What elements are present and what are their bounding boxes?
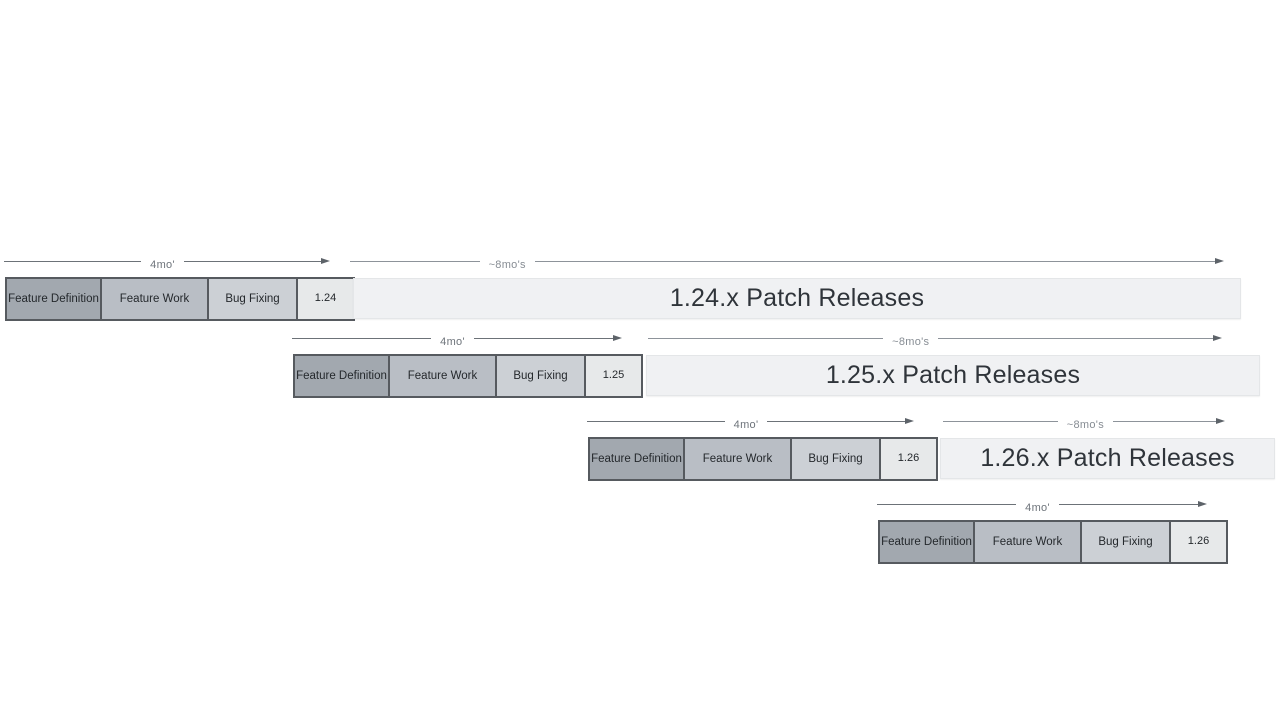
dev-duration-label: 4mo' xyxy=(440,336,465,348)
arrowhead-icon xyxy=(1213,335,1222,341)
release-cycle-boxes: Feature Definition Feature Work Bug Fixi… xyxy=(878,520,1228,564)
arrow-line xyxy=(943,420,1058,422)
patch-releases-label: 1.26.x Patch Releases xyxy=(980,444,1235,472)
dev-cycle-arrow: 4mo' xyxy=(292,329,623,348)
phase-feature-definition: Feature Definition xyxy=(590,439,685,479)
patch-releases-bar: 1.24.x Patch Releases xyxy=(353,278,1241,319)
dev-duration-label: 4mo' xyxy=(1025,502,1050,514)
release-cycle-boxes: Feature Definition Feature Work Bug Fixi… xyxy=(5,277,355,321)
arrowhead-icon xyxy=(1216,418,1225,424)
arrow-line xyxy=(877,503,1017,505)
patch-duration-arrow: ~8mo's xyxy=(943,412,1225,431)
dev-duration-label: 4mo' xyxy=(733,419,759,431)
phase-feature-work: Feature Work xyxy=(102,279,209,319)
version-box: 1.25 xyxy=(586,356,641,396)
arrow-line xyxy=(350,260,480,262)
patch-releases-bar: 1.26.x Patch Releases xyxy=(940,438,1275,479)
arrow-line xyxy=(183,260,322,262)
phase-feature-work: Feature Work xyxy=(975,522,1082,562)
phase-feature-definition: Feature Definition xyxy=(880,522,975,562)
dev-cycle-arrow: 4mo' xyxy=(877,495,1208,514)
patch-duration-arrow: ~8mo's xyxy=(350,252,1224,271)
arrow-line xyxy=(473,337,614,339)
version-box: 1.26 xyxy=(881,439,936,479)
release-cycle-boxes: Feature Definition Feature Work Bug Fixi… xyxy=(293,354,643,398)
phase-feature-definition: Feature Definition xyxy=(295,356,390,396)
patch-duration-label: ~8mo's xyxy=(488,259,526,271)
dev-cycle-arrow: 4mo' xyxy=(587,412,915,431)
arrowhead-icon xyxy=(613,335,623,341)
patch-releases-bar: 1.25.x Patch Releases xyxy=(646,355,1260,396)
phase-bug-fixing: Bug Fixing xyxy=(497,356,586,396)
arrow-line xyxy=(4,260,142,262)
arrowhead-icon xyxy=(905,418,915,424)
arrow-line xyxy=(1058,503,1199,505)
patch-duration-arrow: ~8mo's xyxy=(648,329,1222,348)
dev-duration-label: 4mo' xyxy=(150,259,175,271)
patch-duration-label: ~8mo's xyxy=(892,336,930,348)
arrowhead-icon xyxy=(1215,258,1224,264)
arrow-line xyxy=(534,260,1215,262)
phase-feature-work: Feature Work xyxy=(390,356,497,396)
arrow-line xyxy=(1113,420,1216,422)
arrow-line xyxy=(587,420,725,422)
arrowhead-icon xyxy=(1198,501,1208,507)
phase-feature-definition: Feature Definition xyxy=(7,279,102,319)
arrow-line xyxy=(648,337,884,339)
version-box: 1.24 xyxy=(298,279,353,319)
phase-bug-fixing: Bug Fixing xyxy=(792,439,881,479)
arrow-line xyxy=(767,420,906,422)
phase-bug-fixing: Bug Fixing xyxy=(209,279,298,319)
patch-releases-label: 1.24.x Patch Releases xyxy=(669,284,925,312)
arrow-line xyxy=(938,337,1213,339)
phase-bug-fixing: Bug Fixing xyxy=(1082,522,1171,562)
release-cycle-boxes: Feature Definition Feature Work Bug Fixi… xyxy=(588,437,938,481)
arrowhead-icon xyxy=(321,258,331,264)
dev-cycle-arrow: 4mo' xyxy=(4,252,331,271)
phase-feature-work: Feature Work xyxy=(685,439,792,479)
patch-releases-label: 1.25.x Patch Releases xyxy=(825,361,1081,389)
version-box: 1.26 xyxy=(1171,522,1226,562)
arrow-line xyxy=(292,337,432,339)
patch-duration-label: ~8mo's xyxy=(1066,419,1105,431)
